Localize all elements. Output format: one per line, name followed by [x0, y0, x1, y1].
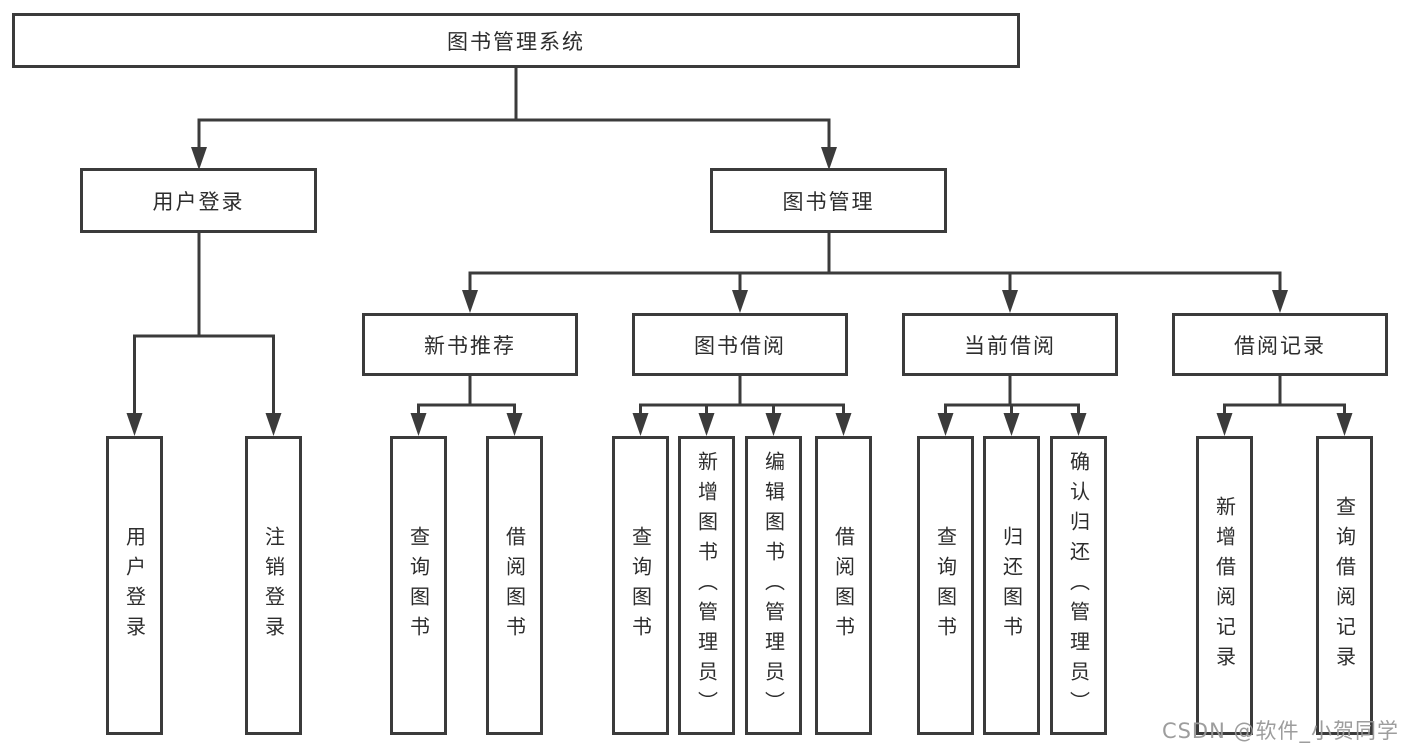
node-label: 新增借阅记录	[1212, 495, 1237, 676]
connector-root	[191, 68, 837, 170]
arrowhead-down	[410, 413, 427, 436]
node-borrow-records: 借阅记录	[1172, 313, 1388, 376]
arrowhead-down	[732, 290, 748, 313]
node-label: 查询图书	[406, 525, 431, 646]
node-label: 借阅图书	[831, 525, 856, 646]
connector-book-borrow-branch	[632, 376, 852, 436]
node-current-borrow: 当前借阅	[902, 313, 1118, 376]
node-label: 图书借阅	[694, 333, 786, 358]
node-book-mgmt: 图书管理	[710, 168, 947, 233]
connector-book-mgmt-branch	[462, 233, 1288, 313]
arrowhead-down	[1272, 290, 1288, 313]
node-leaf-query-book-3: 查询图书	[917, 436, 974, 735]
arrowhead-down	[1002, 290, 1018, 313]
node-leaf-add-borrow-record: 新增借阅记录	[1196, 436, 1253, 735]
connector-new-book-rec-branch	[410, 376, 523, 436]
arrowhead-down	[506, 413, 523, 436]
node-leaf-query-book-2: 查询图书	[612, 436, 669, 735]
node-leaf-borrow-book-2: 借阅图书	[815, 436, 872, 735]
arrowhead-down	[126, 413, 143, 436]
arrowhead-down	[1216, 413, 1233, 436]
node-leaf-borrow-book-1: 借阅图书	[486, 436, 543, 735]
node-label: 查询图书	[933, 525, 958, 646]
node-label: 确认归还（管理员）	[1066, 450, 1091, 721]
arrowhead-down	[632, 413, 649, 436]
csdn-watermark: CSDN @软件_小贺同学	[1161, 719, 1399, 743]
node-label: 查询借阅记录	[1332, 495, 1357, 676]
node-label: 新增图书（管理员）	[694, 450, 719, 721]
node-label: 注销登录	[261, 525, 286, 646]
arrowhead-down	[1070, 413, 1087, 436]
node-root: 图书管理系统	[12, 13, 1020, 68]
node-label: 用户登录	[152, 189, 245, 214]
node-new-book-rec: 新书推荐	[362, 313, 578, 376]
node-leaf-query-borrow-record: 查询借阅记录	[1316, 436, 1373, 735]
arrowhead-down	[265, 413, 282, 436]
node-leaf-user-login: 用户登录	[106, 436, 163, 735]
arrowhead-down	[835, 413, 852, 436]
node-book-borrow: 图书借阅	[632, 313, 848, 376]
node-leaf-return-book: 归还图书	[983, 436, 1040, 735]
node-leaf-query-book-1: 查询图书	[390, 436, 447, 735]
node-label: 查询图书	[628, 525, 653, 646]
node-leaf-confirm-return: 确认归还（管理员）	[1050, 436, 1107, 735]
node-label: 当前借阅	[964, 333, 1056, 358]
node-leaf-add-book: 新增图书（管理员）	[678, 436, 735, 735]
node-label: 新书推荐	[424, 333, 516, 358]
arrowhead-down	[462, 290, 478, 313]
node-leaf-logout: 注销登录	[245, 436, 302, 735]
connector-user-login-branch	[126, 233, 282, 436]
arrowhead-down	[821, 147, 837, 170]
node-label: 借阅记录	[1234, 333, 1326, 358]
arrowhead-down	[1336, 413, 1353, 436]
arrowhead-down	[698, 413, 715, 436]
arrowhead-down	[765, 413, 782, 436]
node-user-login: 用户登录	[80, 168, 317, 233]
arrowhead-down	[1003, 413, 1020, 436]
node-label: 编辑图书（管理员）	[761, 450, 786, 721]
arrowhead-down	[191, 147, 207, 170]
connector-current-borrow-branch	[937, 376, 1087, 436]
node-label: 图书管理	[782, 189, 875, 214]
connector-borrow-records-branch	[1216, 376, 1353, 436]
arrowhead-down	[937, 413, 954, 436]
node-leaf-edit-book: 编辑图书（管理员）	[745, 436, 802, 735]
node-label: 用户登录	[122, 525, 147, 646]
node-label: 归还图书	[999, 525, 1024, 646]
node-label: 图书管理系统	[447, 29, 585, 54]
node-label: 借阅图书	[502, 525, 527, 646]
